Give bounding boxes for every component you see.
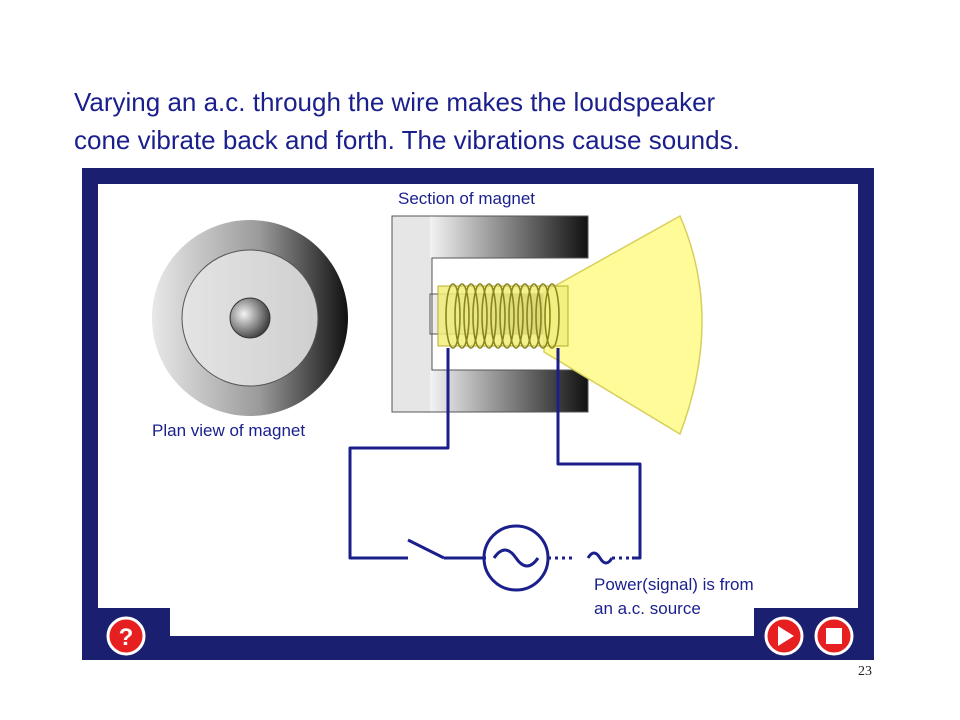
help-icon: ? — [119, 624, 134, 651]
power-label-line-2: an a.c. source — [594, 599, 701, 618]
stop-icon — [826, 628, 842, 644]
plan-view-label: Plan view of magnet — [152, 421, 305, 440]
caption: Varying an a.c. through the wire makes t… — [74, 83, 934, 159]
play-button[interactable] — [764, 616, 804, 656]
coil — [445, 283, 560, 349]
plan-view-magnet — [152, 220, 348, 416]
slide-number: 23 — [858, 664, 872, 679]
stop-button[interactable] — [814, 616, 854, 656]
caption-line-2: cone vibrate back and forth. The vibrati… — [74, 125, 740, 155]
speaker-cone — [543, 214, 703, 436]
help-button[interactable]: ? — [106, 616, 146, 656]
power-label-line-1: Power(signal) is from — [594, 575, 754, 594]
section-label: Section of magnet — [398, 189, 535, 208]
caption-line-1: Varying an a.c. through the wire makes t… — [74, 87, 716, 117]
loudspeaker-animation: Plan view of magnet Section of magnet — [82, 168, 874, 660]
play-icon — [778, 626, 794, 646]
loudspeaker-diagram: Plan view of magnet Section of magnet — [82, 168, 874, 660]
circuit-wire — [348, 348, 642, 592]
